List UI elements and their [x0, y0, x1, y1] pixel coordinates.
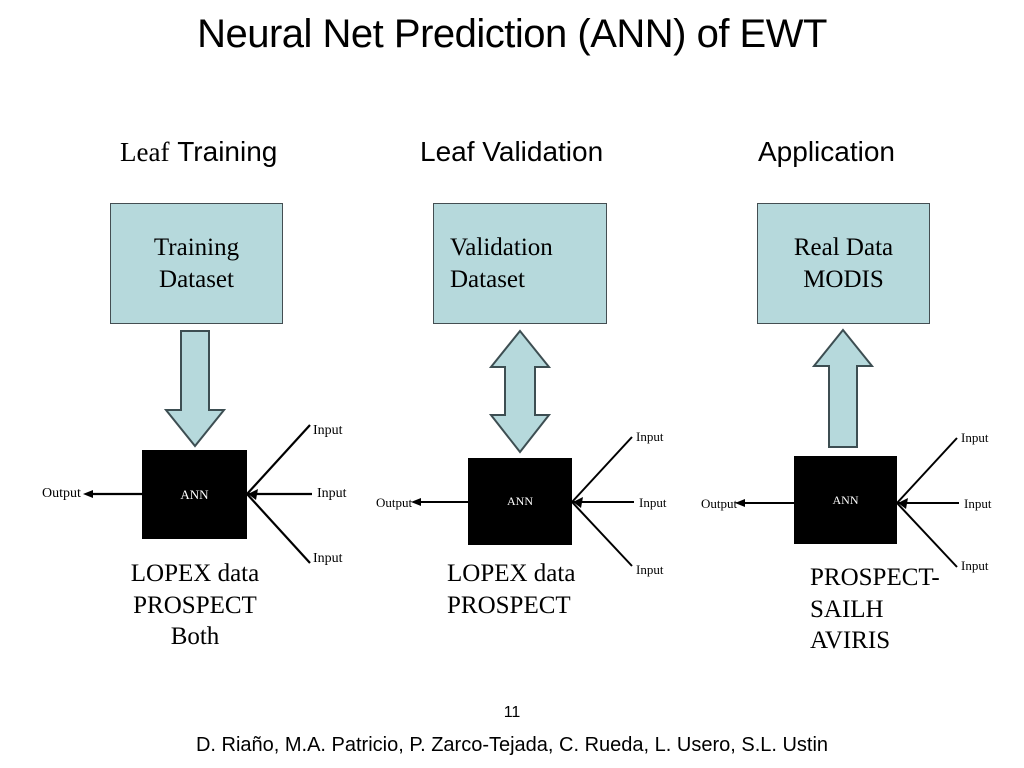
input-label-application-3: Input	[961, 558, 989, 573]
input-arrowhead-training	[248, 489, 258, 500]
ann-box-validation-label: ANN	[507, 494, 533, 508]
input-label-validation-1: Input	[636, 429, 664, 444]
data-label-application-line-1: PROSPECT-	[810, 564, 940, 591]
column-header-training-sans: Training	[177, 136, 278, 167]
double-arrow-validation	[488, 329, 552, 454]
column-header-training-serif: Leaf	[120, 137, 170, 167]
ann-box-validation[interactable]: ANN	[468, 458, 572, 545]
input-label-validation-2: Input	[639, 495, 667, 510]
input-label-validation-3: Input	[636, 562, 664, 577]
ann-box-training-label: ANN	[180, 486, 209, 502]
data-label-training-line-1: LOPEX data	[130, 560, 260, 587]
data-label-training-line-3: Both	[170, 623, 220, 650]
column-header-application: Application	[758, 138, 895, 166]
page-title: Neural Net Prediction (ANN) of EWT	[197, 12, 827, 56]
dataset-box-application-line-1: Real Data	[793, 233, 894, 261]
input-arrowhead-validation	[573, 497, 583, 508]
input-label-application-2: Input	[964, 496, 992, 511]
data-label-application: PROSPECT- SAILH AVIRIS	[810, 562, 940, 657]
input-wire-application-1	[896, 437, 958, 504]
author-credits: D. Riaño, M.A. Patricio, P. Zarco-Tejada…	[195, 734, 829, 756]
output-label-validation: Output	[376, 495, 413, 510]
output-label-training: Output	[42, 486, 81, 501]
column-header-application-label: Application	[758, 136, 895, 167]
slide-number: 11	[503, 704, 521, 721]
data-label-validation-line-1: LOPEX data	[447, 560, 576, 587]
data-label-training-line-2: PROSPECT	[133, 591, 257, 619]
data-label-validation-line-2: PROSPECT	[447, 591, 571, 619]
data-label-application-line-2: SAILH	[810, 595, 884, 623]
up-arrow-application	[811, 328, 875, 448]
input-label-training-1: Input	[313, 423, 343, 438]
dataset-box-training-line-2: Dataset	[159, 265, 234, 293]
input-wire-application-3	[896, 502, 958, 568]
input-arrowhead-application	[898, 498, 908, 509]
input-label-application-1: Input	[961, 430, 989, 445]
input-label-training-2: Input	[317, 486, 347, 501]
ann-box-application-label: ANN	[832, 492, 859, 507]
output-arrowhead-validation	[411, 498, 421, 506]
input-wire-validation-3	[571, 501, 633, 567]
data-label-validation: LOPEX data PROSPECT	[447, 558, 575, 621]
data-label-application-line-3: AVIRIS	[810, 627, 891, 654]
output-label-application: Output	[701, 496, 738, 511]
dataset-box-training[interactable]: Training Dataset	[110, 203, 283, 324]
input-wire-validation-1	[571, 436, 633, 503]
dataset-box-validation-line-2: Dataset	[450, 265, 525, 293]
dataset-box-validation[interactable]: Validation Dataset	[433, 203, 607, 324]
data-label-training: LOPEX data PROSPECT Both	[106, 558, 284, 653]
column-header-training: Leaf Training	[120, 138, 277, 166]
ann-box-application[interactable]: ANN	[794, 456, 897, 544]
input-wire-training-3	[246, 493, 311, 564]
dataset-box-validation-line-1: Validation	[450, 233, 553, 261]
dataset-box-application[interactable]: Real Data MODIS	[757, 203, 930, 324]
column-header-validation: Leaf Validation	[420, 138, 603, 166]
column-header-validation-label: Leaf Validation	[420, 136, 604, 167]
dataset-box-application-line-2: MODIS	[803, 265, 884, 293]
output-arrowhead-training	[83, 490, 93, 498]
input-label-training-3: Input	[313, 551, 343, 566]
dataset-box-training-line-1: Training	[153, 233, 240, 261]
down-arrow-training	[163, 330, 227, 448]
input-wire-training-1	[246, 424, 311, 495]
ann-box-training[interactable]: ANN	[142, 450, 247, 539]
